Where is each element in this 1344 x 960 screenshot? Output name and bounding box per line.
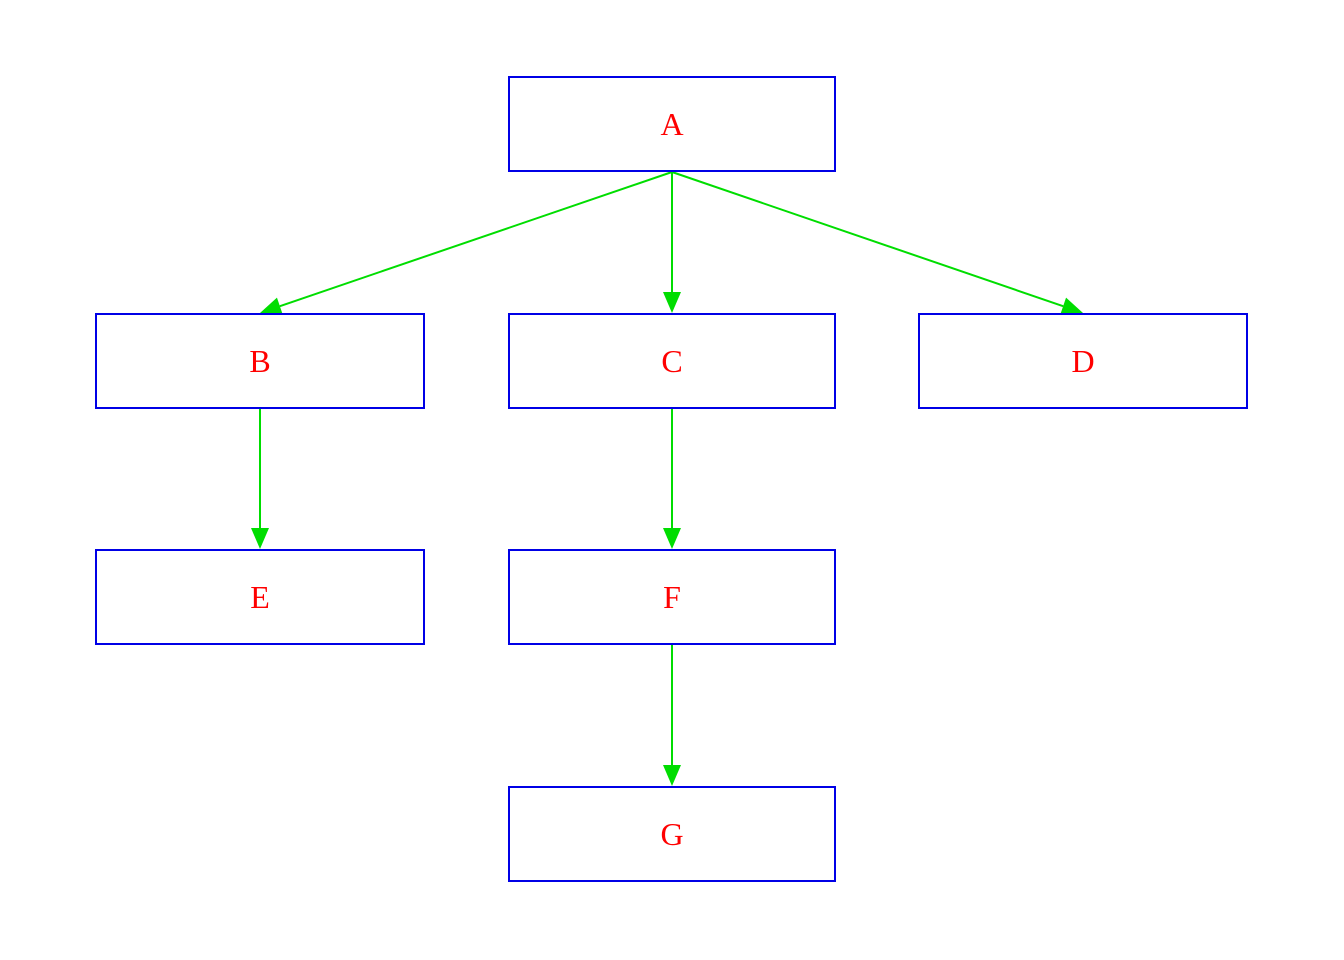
node-label-E: E xyxy=(250,579,270,615)
arrowhead-C-F xyxy=(663,528,681,549)
edge-A-D xyxy=(671,171,1064,308)
node-label-B: B xyxy=(249,343,271,379)
edge-A-B xyxy=(279,171,673,308)
node-label-C: C xyxy=(661,343,683,379)
node-G: G xyxy=(508,786,836,882)
node-label-D: D xyxy=(1071,343,1095,379)
arrowhead-A-C xyxy=(663,292,681,313)
node-D: D xyxy=(918,313,1248,409)
node-label-A: A xyxy=(660,106,684,142)
node-E: E xyxy=(95,549,425,645)
node-C: C xyxy=(508,313,836,409)
node-A: A xyxy=(508,76,836,172)
node-label-G: G xyxy=(660,816,684,852)
arrowhead-B-E xyxy=(251,528,269,549)
node-label-F: F xyxy=(663,579,681,615)
node-B: B xyxy=(95,313,425,409)
node-F: F xyxy=(508,549,836,645)
arrowhead-F-G xyxy=(663,765,681,786)
